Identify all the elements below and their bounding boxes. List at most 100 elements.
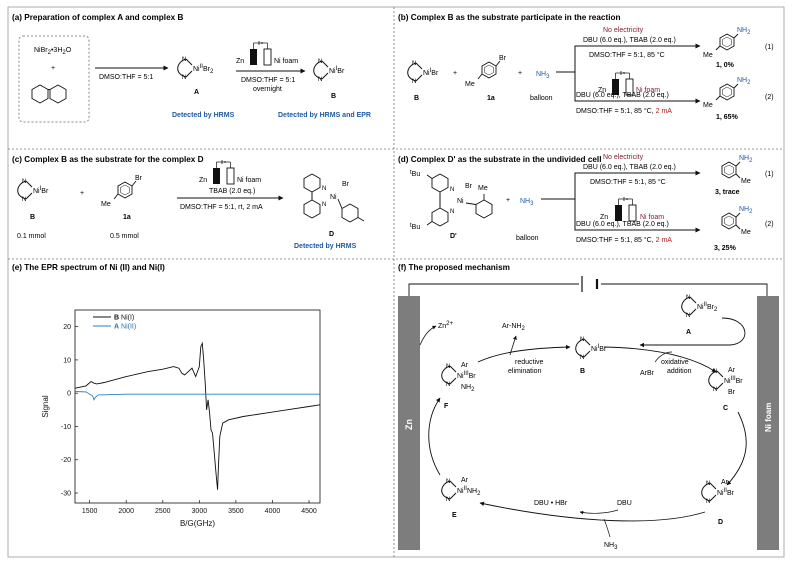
d-nh2-top: NH2 <box>739 155 753 164</box>
d-nh2-bottom: NH2 <box>739 206 753 215</box>
svg-text:N: N <box>686 295 690 301</box>
mech-label-F: F <box>444 403 449 410</box>
b-nifoam: Ni foam <box>636 87 660 94</box>
dbu-label: DBU <box>617 500 632 507</box>
complex-a-structure: N N NiIIBr2 <box>177 57 214 81</box>
svg-text:Br: Br <box>342 181 350 188</box>
x-tick-label-2: 2500 <box>155 508 171 515</box>
d-cond2b: DMSO:THF = 5:1, 85 °C, 2 mA <box>576 236 672 244</box>
panel-e: (e) The EPR spectrum of Ni (II) and Ni(I… <box>12 263 321 528</box>
svg-text:Ar: Ar <box>728 367 736 374</box>
d-label-Dp: D' <box>450 233 457 240</box>
b-arrow-2 <box>574 72 701 104</box>
release-arrow <box>509 335 517 356</box>
mech-complex-B: NN NiIBr <box>575 337 607 361</box>
d-me-top: Me <box>741 178 751 185</box>
oxidative-label: oxidative <box>661 359 689 366</box>
svg-text:N: N <box>318 59 322 65</box>
b-eq2: (2) <box>765 94 774 101</box>
panel-f: (f) The proposed mechanism Zn Ni foam Zn… <box>398 263 779 551</box>
svg-text:N: N <box>182 57 186 63</box>
svg-text:N: N <box>686 313 690 319</box>
svg-text:N: N <box>412 61 416 67</box>
arbr-label: ArBr <box>640 370 655 377</box>
b-no-elec: No electricity <box>603 27 644 34</box>
reductive-label: reductive <box>515 359 544 366</box>
d-eq2: (2) <box>765 221 774 228</box>
svg-text:N: N <box>318 77 322 83</box>
b-label-B: B <box>414 95 419 102</box>
bipyridine-ligand <box>31 84 67 104</box>
d-nh3: NH3 <box>520 198 534 207</box>
mech-label-D: D <box>718 519 723 526</box>
plot-frame <box>74 309 321 504</box>
b-nh2-bottom: NH2 <box>737 77 751 86</box>
svg-text:NiIIBr2: NiIIBr2 <box>697 302 718 313</box>
dbuhbr-label: DBU • HBr <box>534 500 568 507</box>
d-zn: Zn <box>600 214 608 221</box>
c-br: Br <box>135 175 143 182</box>
mech-complex-D: NN NiIIBr Ar <box>701 479 735 505</box>
d-cond1b: DMSO:THF = 5:1, 85 °C <box>590 178 666 186</box>
svg-text:N: N <box>446 382 450 388</box>
svg-text:N: N <box>706 481 710 487</box>
y-tick-label-0: 20 <box>63 324 71 331</box>
svg-text:NiIIBr2: NiIIBr2 <box>193 64 214 75</box>
c-zn: Zn <box>199 177 207 184</box>
b-eq1: (1) <box>765 44 774 51</box>
x-tick-label-6: 4500 <box>301 508 317 515</box>
c-cell-icon <box>212 159 235 185</box>
svg-text:NiIIBr: NiIIBr <box>717 488 735 497</box>
zn2plus: Zn2+ <box>438 321 454 330</box>
svg-text:N: N <box>446 364 450 370</box>
addition-label: addition <box>667 368 692 375</box>
x-axis-label: B/G(GHz) <box>180 519 215 528</box>
legend-entry-0: B Ni(I) <box>114 315 134 322</box>
c-cond1: TBAB (2.0 eq.) <box>209 188 255 195</box>
circuit-wire-left <box>408 283 579 296</box>
d-plus: + <box>506 197 510 204</box>
b-cond1a: DBU (6.0 eq.), TBAB (2.0 eq.) <box>583 37 676 44</box>
label-B: B <box>331 93 336 100</box>
svg-text:NiIIIBr: NiIIIBr <box>724 376 743 385</box>
panel-d-title: (d) Complex D' as the substrate in the u… <box>398 155 601 164</box>
x-tick-label-5: 4000 <box>265 508 281 515</box>
b-nh3: NH3 <box>536 71 550 80</box>
d-cell-icon <box>614 196 637 222</box>
mech-label-C: C <box>723 405 728 412</box>
cond-a2b: overnight <box>253 86 282 93</box>
b-prod2: 1, 65% <box>716 114 739 121</box>
svg-text:Ar: Ar <box>461 362 469 369</box>
nickel-salt: NiBr2•3H2O <box>34 47 72 56</box>
c-amt-B: 0.1 mmol <box>17 233 46 240</box>
arrow-E-to-F <box>428 397 441 476</box>
d-cond1a: DBU (6.0 eq.), TBAB (2.0 eq.) <box>583 164 676 171</box>
b-aryl-bromide <box>477 60 501 80</box>
d-tbu-top: tBu <box>410 170 420 178</box>
b-label-1a: 1a <box>487 95 495 102</box>
mech-nh3: NH3 <box>604 542 618 551</box>
zn-oxidation-arrow <box>419 325 437 346</box>
svg-text:NiIBr: NiIBr <box>33 186 49 195</box>
d-product-3-bottom <box>721 212 741 230</box>
y-tick-label-1: 10 <box>63 357 71 364</box>
svg-text:N: N <box>446 479 450 485</box>
svg-text:N: N <box>322 186 326 192</box>
ni-electrode <box>757 296 779 550</box>
d-cond2a: DBU (6.0 eq.), TBAB (2.0 eq.) <box>576 221 669 228</box>
cond-a2: DMSO:THF = 5:1 <box>241 77 295 84</box>
mech-complex-A: N N NiIIBr2 <box>681 295 718 319</box>
d-product-3-top <box>721 161 741 179</box>
svg-text:N: N <box>22 179 26 185</box>
b-me-top: Me <box>703 52 713 59</box>
svg-text:N: N <box>580 355 584 361</box>
arrow-C-to-D <box>726 411 747 486</box>
d-complex-Dprime-structure: N N Ni Br <box>426 173 493 227</box>
mech-label-B: B <box>580 368 585 375</box>
b-zn: Zn <box>598 87 606 94</box>
svg-text:N: N <box>412 79 416 85</box>
svg-text:N: N <box>706 499 710 505</box>
svg-text:N: N <box>22 197 26 203</box>
cell-icon-a <box>249 40 272 66</box>
d-balloon: balloon <box>516 235 539 242</box>
